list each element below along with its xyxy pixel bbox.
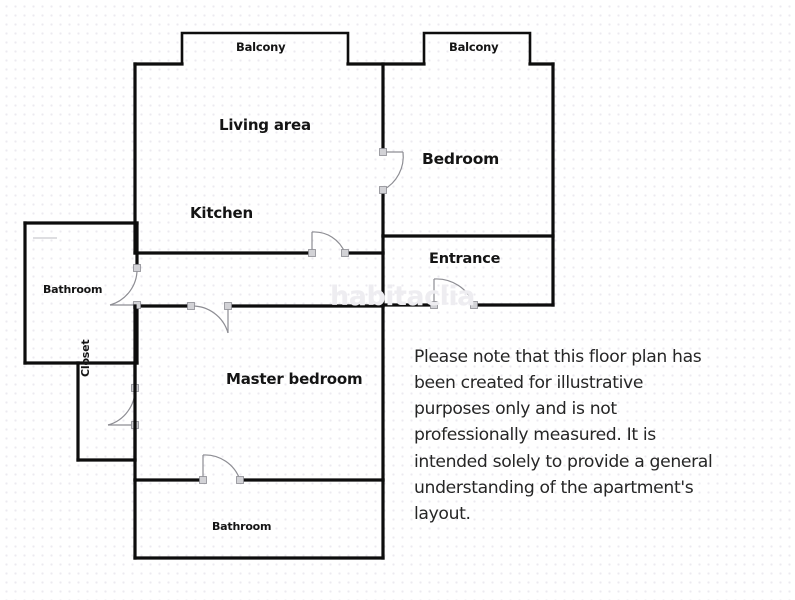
room-label-living-area: Living area	[219, 116, 311, 134]
master-bedroom-walls	[133, 304, 385, 482]
room-label-kitchen: Kitchen	[190, 204, 253, 222]
balcony-left-outline	[180, 31, 350, 66]
master-bedroom-door-top	[187, 302, 232, 334]
bedroom-door	[379, 148, 404, 194]
bathroom-left-door	[109, 264, 141, 309]
bathroom-bottom-walls	[133, 478, 385, 560]
upper-block-walls	[133, 62, 555, 307]
master-bedroom-door-bottom	[199, 454, 244, 484]
room-label-master-bedroom: Master bedroom	[226, 370, 363, 388]
room-label-closet: Closet	[79, 339, 92, 377]
room-label-bedroom: Bedroom	[422, 150, 500, 168]
room-label-bathroom-left: Bathroom	[43, 283, 103, 296]
balcony-right-outline	[422, 31, 532, 66]
room-label-bathroom-bottom: Bathroom	[212, 520, 272, 533]
hallway-walls	[133, 251, 385, 308]
entrance-door	[430, 278, 478, 309]
kitchen-bottom-wall	[133, 234, 385, 255]
bathroom-left-walls	[23, 221, 139, 365]
closet-walls	[76, 361, 137, 462]
kitchen-door	[308, 231, 349, 257]
floor-plan-disclaimer: Please note that this floor plan has bee…	[414, 347, 713, 524]
room-label-balcony-left: Balcony	[236, 40, 286, 54]
room-label-entrance: Entrance	[429, 251, 501, 267]
room-label-balcony-right: Balcony	[449, 40, 499, 54]
